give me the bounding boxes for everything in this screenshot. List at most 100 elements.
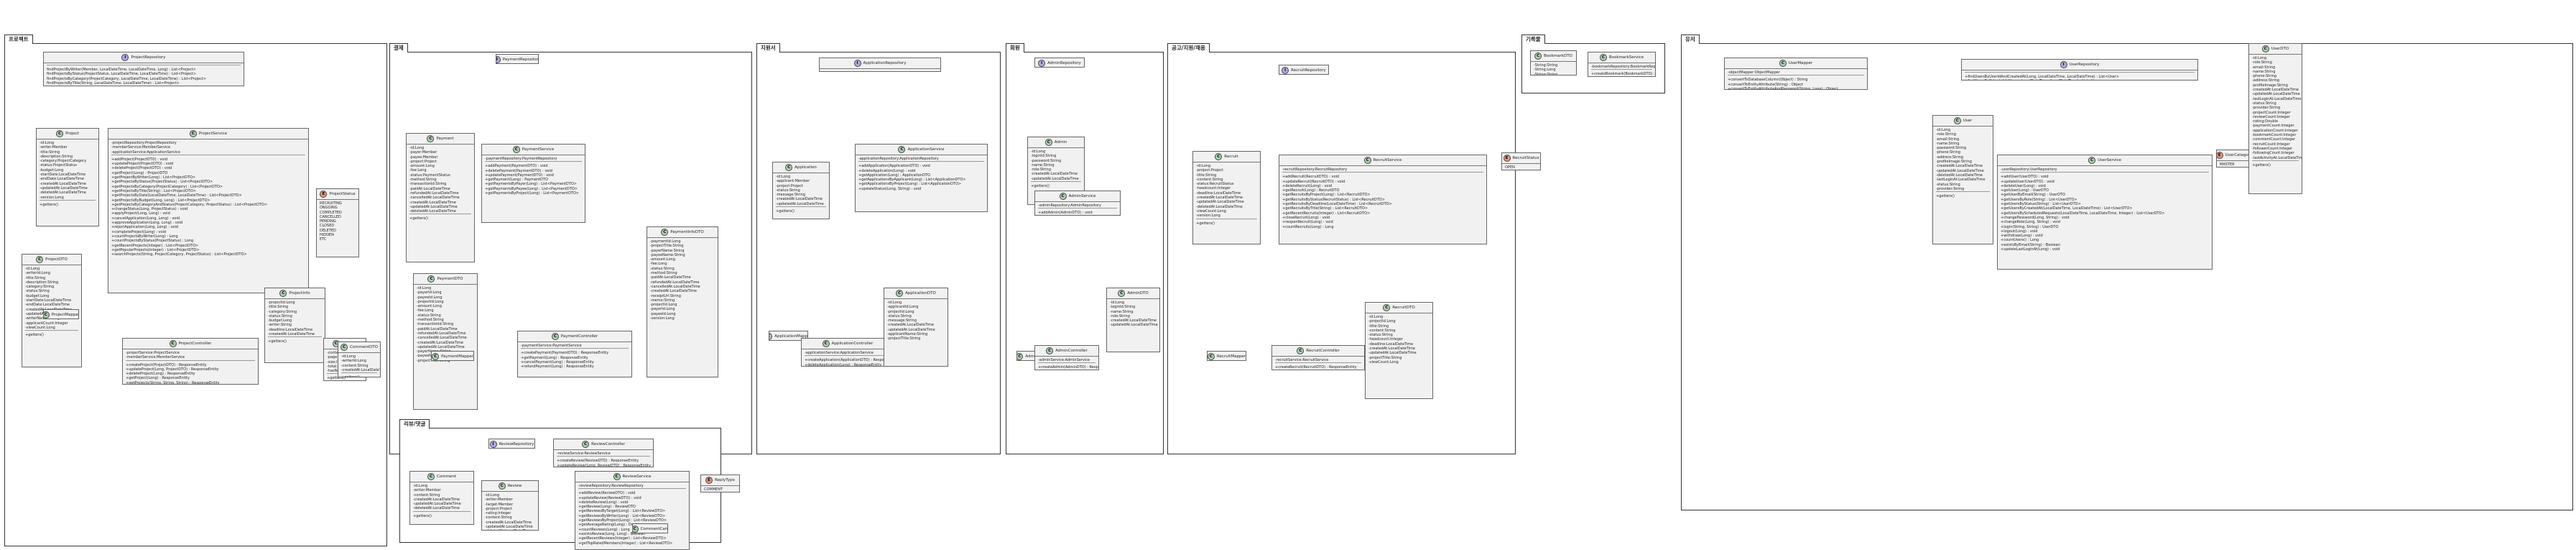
class-name: PaymentRepository: [503, 58, 539, 62]
class-name: AdminService: [1069, 194, 1096, 198]
interface-icon: I: [121, 54, 129, 61]
class-icon: C: [1297, 347, 1304, 354]
class-method: +getters(): [2252, 163, 2299, 168]
class-members: -paymentId:Long-projectTitle:String-paye…: [647, 238, 718, 322]
class-icon: C: [56, 130, 63, 137]
class-members: -id:Long-writerId:Long-title:String-desc…: [22, 265, 81, 339]
class-method: +createRecruit(RecruitDTO) : ResponseEnt…: [1275, 365, 1361, 370]
enum-icon: E: [2216, 152, 2223, 159]
interface-icon: I: [2060, 61, 2067, 68]
class-members: -paymentService:PaymentService+createPay…: [518, 342, 631, 370]
class-name: RecruitDTO: [1392, 306, 1414, 310]
class-icon: C: [898, 146, 905, 153]
class-name: RecruitService: [1373, 158, 1402, 162]
class-members: -id:Long-writer:Member-title:String-desc…: [37, 139, 98, 208]
class-name: Project: [65, 132, 79, 136]
package-label: 회원: [1006, 43, 1024, 52]
class-method: +getters(): [341, 375, 377, 377]
class-name: AdminRepository: [1047, 61, 1081, 65]
class-field: -updatedAt:LocalDateTime: [776, 202, 826, 206]
class-field: -followingCount:Integer: [2252, 151, 2299, 155]
class-members: -id:Long-writer:Member-target:Member-pro…: [482, 492, 538, 531]
class-recruit-status[interactable]: ERecruitStatusOPENCLOSED: [1501, 152, 1541, 170]
class-members: -recruitRepository:RecruitRepository+add…: [1279, 166, 1486, 231]
class-field: -createdAt:LocalDateTime: [268, 332, 322, 336]
class-name: ProjectDTO: [45, 257, 68, 262]
class-user-category[interactable]: EUserCategoryMASTERGUEST: [2216, 150, 2252, 168]
class-name: Recruit: [1224, 155, 1238, 159]
class-method: +getTopRatedMembers(Integer) : List<Revi…: [578, 541, 686, 546]
class-reply-type[interactable]: EReplyTypeCOMMENTQUESTION: [700, 475, 740, 492]
class-name: ApplicationService: [907, 147, 944, 152]
class-field: -adminService:AdminService: [1038, 358, 1095, 362]
class-icon: C: [1118, 290, 1125, 297]
class-members: [820, 69, 940, 72]
class-method: +getProjects(String, String, String) : R…: [126, 381, 255, 385]
class-members: -applicationRepository:ApplicationReposi…: [856, 155, 987, 193]
class-members: COMMENTQUESTION: [701, 486, 739, 492]
class-members: findProjectByWriter(Member, LocalDateTim…: [44, 63, 244, 86]
class-icon: C: [279, 290, 287, 297]
class-members: -String:String-String:Long-String:String: [1531, 62, 1576, 75]
class-members: -id:Long-payer:Member-payee:Member-proje…: [407, 145, 474, 223]
class-name: ProjectService: [199, 132, 227, 136]
class-field: -projectTitle:String: [887, 336, 945, 341]
class-name: Review: [508, 484, 522, 488]
class-name: ProjectController: [179, 342, 212, 346]
class-icon: C: [1534, 52, 1542, 60]
class-method: +convertToEntityAttributeAndPassword(Str…: [1728, 87, 1864, 90]
class-icon: C: [896, 290, 903, 297]
